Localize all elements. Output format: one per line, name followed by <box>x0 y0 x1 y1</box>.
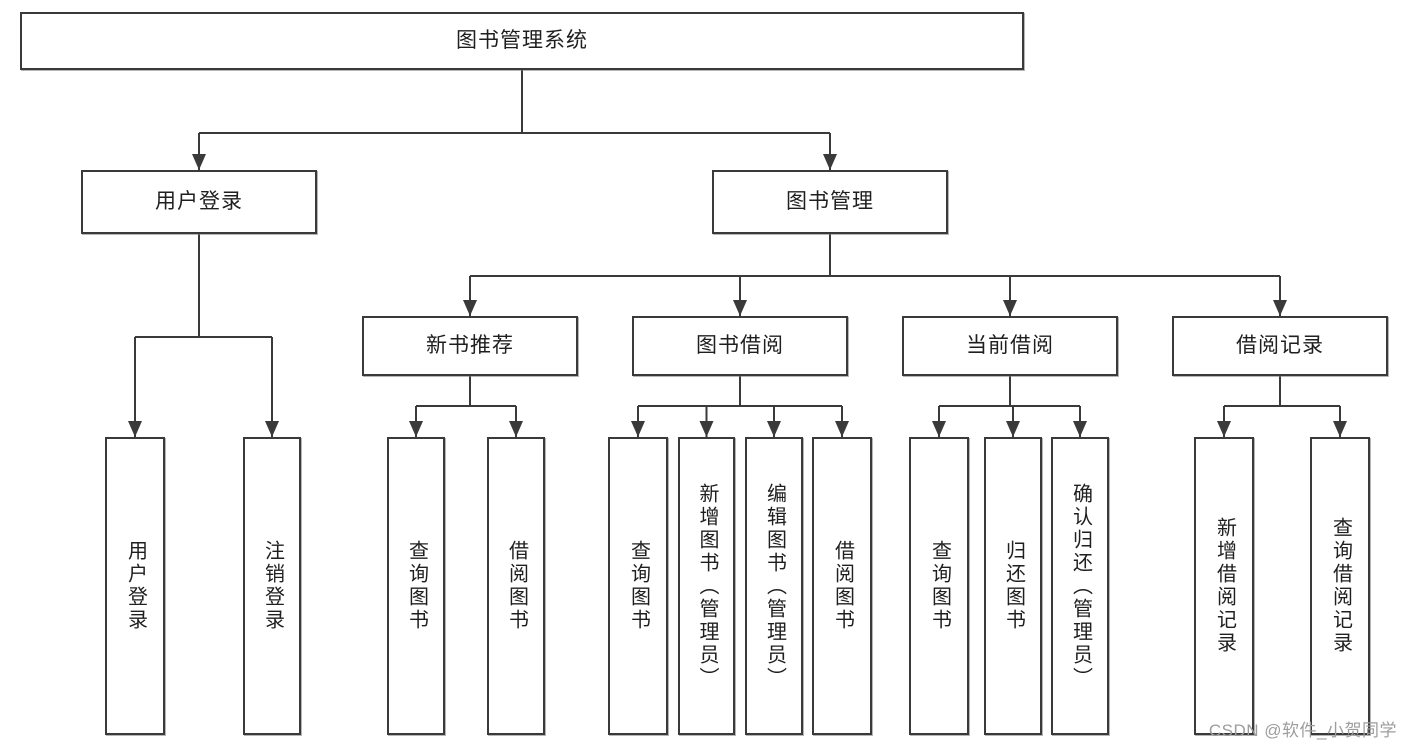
node-leaf-borrow-book-1[interactable]: 借阅图书 <box>487 437 545 735</box>
node-root[interactable]: 图书管理系统 <box>20 12 1024 70</box>
node-leaf-query-book-1-label: 查询图书 <box>405 540 428 632</box>
node-leaf-query-book-3[interactable]: 查询图书 <box>909 437 969 735</box>
node-leaf-edit-book[interactable]: 编辑图书（管理员） <box>745 437 803 735</box>
node-leaf-confirm-return-label: 确认归还（管理员） <box>1069 482 1092 690</box>
node-borrow-record[interactable]: 借阅记录 <box>1172 316 1388 376</box>
node-book-manage-label: 图书管理 <box>786 189 874 213</box>
node-leaf-query-book-2[interactable]: 查询图书 <box>608 437 668 735</box>
node-leaf-edit-book-label: 编辑图书（管理员） <box>763 482 786 690</box>
node-leaf-return-book-label: 归还图书 <box>1002 540 1025 632</box>
node-leaf-borrow-book-1-label: 借阅图书 <box>505 540 528 632</box>
node-leaf-add-record-label: 新增借阅记录 <box>1213 517 1236 655</box>
node-book-manage[interactable]: 图书管理 <box>712 170 948 234</box>
watermark-text: CSDN @软件_小贺同学 <box>1208 721 1397 740</box>
node-leaf-logout-label: 注销登录 <box>261 540 284 632</box>
node-leaf-borrow-book-2[interactable]: 借阅图书 <box>812 437 872 735</box>
node-new-book-recommend-label: 新书推荐 <box>426 333 514 357</box>
node-leaf-logout[interactable]: 注销登录 <box>243 437 301 735</box>
node-leaf-query-book-2-label: 查询图书 <box>627 540 650 632</box>
node-leaf-borrow-book-2-label: 借阅图书 <box>831 540 854 632</box>
node-leaf-query-book-1[interactable]: 查询图书 <box>387 437 445 735</box>
node-leaf-query-record-label: 查询借阅记录 <box>1329 517 1352 655</box>
node-current-borrow-label: 当前借阅 <box>966 333 1054 357</box>
node-leaf-query-record[interactable]: 查询借阅记录 <box>1310 437 1370 735</box>
node-root-label: 图书管理系统 <box>456 28 588 52</box>
node-book-borrow-label: 图书借阅 <box>696 333 784 357</box>
node-leaf-user-login-label: 用户登录 <box>124 540 147 632</box>
node-user-login[interactable]: 用户登录 <box>81 170 317 234</box>
node-borrow-record-label: 借阅记录 <box>1236 333 1324 357</box>
node-book-borrow[interactable]: 图书借阅 <box>632 316 848 376</box>
node-leaf-add-record[interactable]: 新增借阅记录 <box>1194 437 1254 735</box>
node-leaf-query-book-3-label: 查询图书 <box>928 540 951 632</box>
node-user-login-label: 用户登录 <box>155 189 243 213</box>
node-leaf-confirm-return[interactable]: 确认归还（管理员） <box>1051 437 1109 735</box>
node-leaf-add-book-label: 新增图书（管理员） <box>696 482 718 690</box>
node-leaf-user-login[interactable]: 用户登录 <box>105 437 165 735</box>
node-current-borrow[interactable]: 当前借阅 <box>902 316 1118 376</box>
node-leaf-add-book[interactable]: 新增图书（管理员） <box>678 437 735 735</box>
node-new-book-recommend[interactable]: 新书推荐 <box>362 316 578 376</box>
node-leaf-return-book[interactable]: 归还图书 <box>984 437 1042 735</box>
